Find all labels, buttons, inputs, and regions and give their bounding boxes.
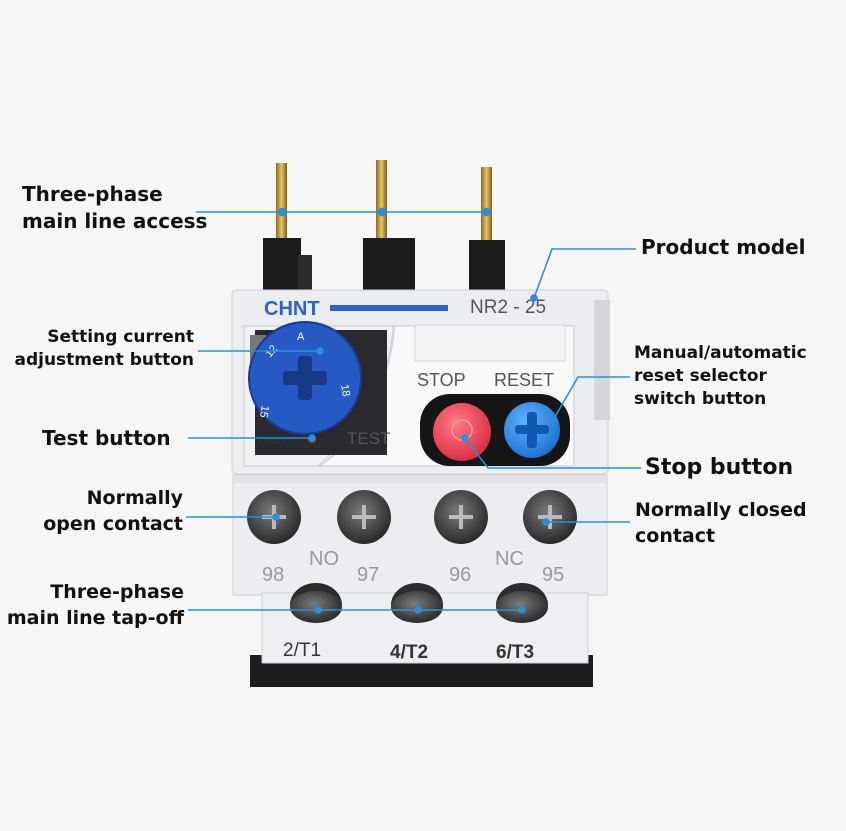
label-three-phase-access: Three-phase main line access <box>22 182 208 233</box>
dial-test-text: TEST <box>257 432 288 446</box>
contact-no-98: 98 <box>262 564 284 586</box>
label-tap-off: Three-phase main line tap-off <box>6 581 184 629</box>
terminal-2t1: 2/T1 <box>283 640 321 661</box>
contact-screws <box>247 490 577 544</box>
no-mark: NO <box>309 548 339 570</box>
terminal-screws <box>290 583 548 623</box>
label-product-model: Product model <box>641 235 806 259</box>
nc-mark: NC <box>495 548 524 570</box>
label-reset-selector: Manual/automatic reset selector switch b… <box>634 343 807 409</box>
leader-lines <box>186 207 641 614</box>
setting-current-dial[interactable]: 12 A 18 15 <box>248 321 362 435</box>
label-no-contact: Normally open contact <box>43 487 183 535</box>
stop-button[interactable] <box>433 403 491 461</box>
product-model-text: NR2 - 25 <box>470 297 546 318</box>
main-line-pins <box>263 160 505 296</box>
stop-text: STOP <box>417 370 466 390</box>
dial-mark-18: 18 <box>338 383 352 397</box>
label-nc-contact: Normally closed contact <box>635 499 807 547</box>
contact-no-97: 97 <box>357 564 379 586</box>
reset-text: RESET <box>494 370 554 390</box>
label-stop-button: Stop button <box>645 455 794 480</box>
dial-mark-15: 15 <box>257 404 271 418</box>
dial-mark-a: A <box>297 331 305 343</box>
brand-logo: CHNT <box>264 298 320 320</box>
contact-no-96: 96 <box>449 564 471 586</box>
label-setting-current: Setting current adjustment button <box>14 327 194 370</box>
terminal-6t3: 6/T3 <box>496 642 534 663</box>
contact-no-95: 95 <box>542 564 564 586</box>
reset-selector-button[interactable] <box>504 402 560 458</box>
label-test-button: Test button <box>42 426 171 450</box>
terminal-4t2: 4/T2 <box>390 642 428 663</box>
test-text: TEST <box>347 429 390 448</box>
